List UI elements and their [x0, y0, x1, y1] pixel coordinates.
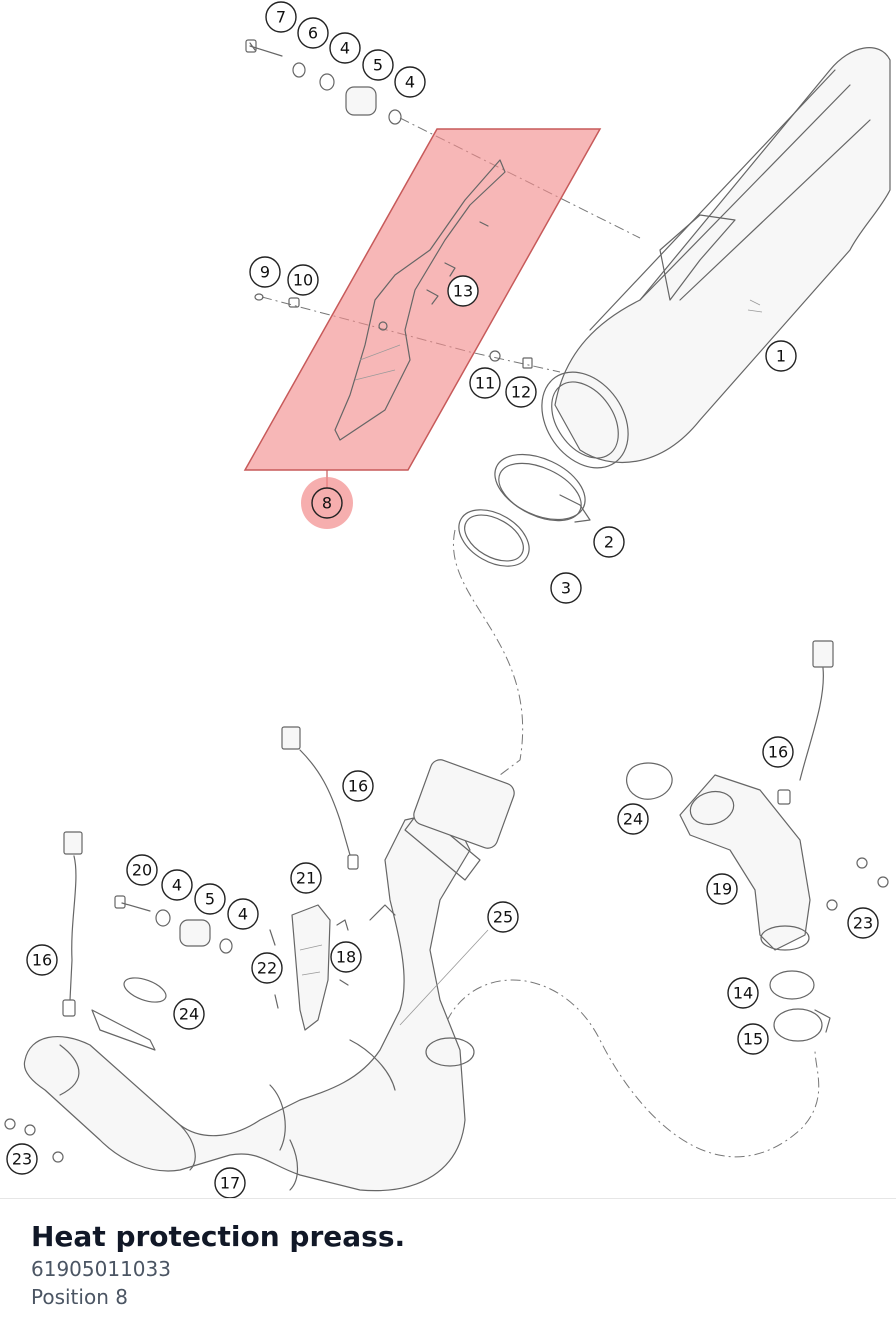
callout-15: 15 — [737, 1023, 769, 1055]
callout-8-selected[interactable]: 8 — [301, 477, 353, 529]
callout-3: 3 — [550, 572, 582, 604]
svg-text:7: 7 — [276, 8, 286, 27]
svg-text:22: 22 — [257, 959, 277, 978]
callout-23: 23 — [6, 1143, 38, 1175]
svg-text:16: 16 — [768, 743, 788, 762]
svg-text:8: 8 — [322, 494, 332, 513]
callout-24: 24 — [173, 998, 205, 1030]
part-number: 61905011033 — [31, 1257, 171, 1281]
svg-text:9: 9 — [260, 263, 270, 282]
callout-6: 6 — [297, 17, 329, 49]
callout-4: 4 — [329, 32, 361, 64]
svg-text:4: 4 — [172, 876, 182, 895]
header-pipe-part-17[interactable] — [23, 757, 517, 1192]
part-info-panel: Heat protection preass. 61905011033 Posi… — [0, 1198, 896, 1335]
svg-text:4: 4 — [405, 73, 415, 92]
heat-protection-highlight[interactable] — [243, 128, 602, 488]
svg-text:21: 21 — [296, 869, 316, 888]
oxygen-sensors-part-16[interactable] — [62, 640, 834, 1017]
svg-text:25: 25 — [493, 908, 513, 927]
fasteners-18-22[interactable] — [269, 919, 349, 1009]
callout-leaders — [399, 929, 489, 1026]
callout-5: 5 — [362, 49, 394, 81]
svg-text:23: 23 — [853, 914, 873, 933]
clamp-part-2[interactable] — [485, 441, 596, 532]
gasket-part-3[interactable] — [449, 498, 539, 578]
svg-text:24: 24 — [623, 810, 643, 829]
nuts-part-23[interactable] — [4, 857, 889, 1163]
callout-20: 20 — [126, 854, 158, 886]
part-position: Position 8 — [31, 1285, 128, 1309]
svg-text:3: 3 — [561, 579, 571, 598]
svg-text:2: 2 — [604, 533, 614, 552]
callout-22: 22 — [251, 952, 283, 984]
callout-9: 9 — [249, 256, 281, 288]
callout-4: 4 — [161, 869, 193, 901]
svg-text:16: 16 — [32, 951, 52, 970]
callout-16: 16 — [342, 770, 374, 802]
exploded-parts-diagram: 7 6 4 5 4 9 10 13 1 11 12 8 2 3 16 16 24… — [4, 1, 891, 1198]
callout-16: 16 — [26, 944, 58, 976]
callout-14: 14 — [727, 977, 759, 1009]
silencer-part-1[interactable] — [524, 47, 891, 485]
svg-text:16: 16 — [348, 777, 368, 796]
svg-text:23: 23 — [12, 1150, 32, 1169]
callout-4: 4 — [394, 66, 426, 98]
callout-7: 7 — [265, 1, 297, 33]
callouts: 7 6 4 5 4 9 10 13 1 11 12 8 2 3 16 16 24… — [6, 1, 879, 1198]
svg-text:18: 18 — [336, 948, 356, 967]
svg-text:19: 19 — [712, 880, 732, 899]
callout-11: 11 — [469, 367, 501, 399]
svg-text:14: 14 — [733, 984, 753, 1003]
callout-5: 5 — [194, 883, 226, 915]
svg-text:1: 1 — [776, 347, 786, 366]
callout-18: 18 — [330, 941, 362, 973]
callout-4: 4 — [227, 898, 259, 930]
callout-24: 24 — [617, 803, 649, 835]
svg-text:24: 24 — [179, 1005, 199, 1024]
callout-2: 2 — [593, 526, 625, 558]
callout-10: 10 — [287, 264, 319, 296]
svg-text:17: 17 — [220, 1174, 240, 1193]
callout-16: 16 — [762, 736, 794, 768]
callout-17: 17 — [214, 1167, 246, 1198]
svg-text:13: 13 — [453, 282, 473, 301]
svg-text:4: 4 — [340, 39, 350, 58]
part-name: Heat protection preass. — [31, 1220, 406, 1253]
svg-text:4: 4 — [238, 905, 248, 924]
callout-21: 21 — [290, 862, 322, 894]
svg-text:6: 6 — [308, 24, 318, 43]
callout-12: 12 — [505, 376, 537, 408]
lower-left-hardware[interactable] — [114, 895, 233, 954]
callout-25: 25 — [487, 901, 519, 933]
elbow-part-19[interactable] — [679, 774, 831, 1042]
svg-text:5: 5 — [373, 56, 383, 75]
svg-text:11: 11 — [475, 374, 495, 393]
svg-text:12: 12 — [511, 383, 531, 402]
callout-19: 19 — [706, 873, 738, 905]
svg-text:20: 20 — [132, 861, 152, 880]
svg-text:15: 15 — [743, 1030, 763, 1049]
top-hardware[interactable] — [245, 39, 402, 125]
small-screws[interactable] — [254, 293, 533, 369]
callout-1: 1 — [765, 340, 797, 372]
gaskets-part-24[interactable] — [121, 762, 673, 1007]
callout-23: 23 — [847, 907, 879, 939]
callout-13: 13 — [447, 275, 479, 307]
svg-text:5: 5 — [205, 890, 215, 909]
svg-text:10: 10 — [293, 271, 313, 290]
heat-shield-part-21[interactable] — [291, 904, 331, 1031]
